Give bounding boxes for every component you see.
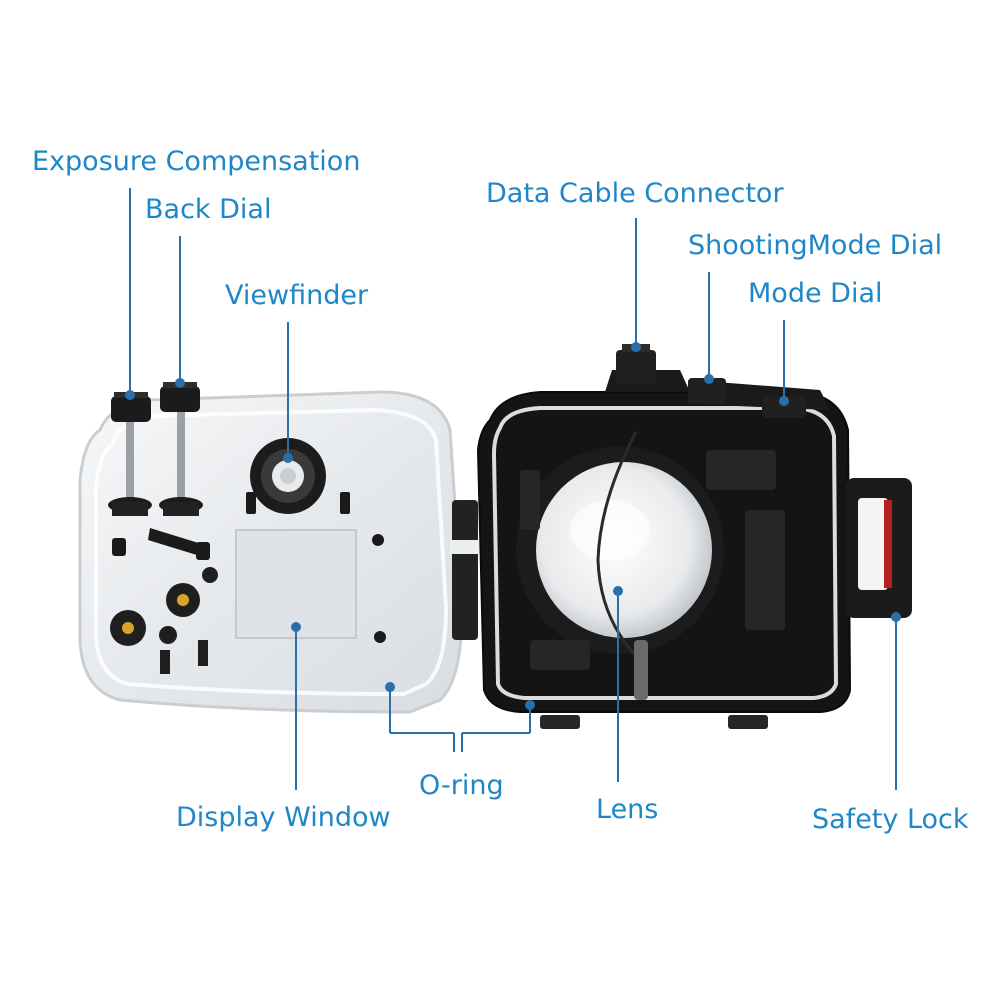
label-o-ring: O-ring [419, 770, 504, 801]
label-data-cable-connector: Data Cable Connector [486, 178, 784, 209]
hinge [450, 500, 480, 640]
label-display-window: Display Window [176, 802, 391, 833]
lens-port [516, 446, 724, 654]
viewfinder-eyepiece [250, 438, 326, 514]
label-mode-dial: Mode Dial [748, 278, 883, 309]
black-front-housing [476, 344, 912, 729]
label-back-dial: Back Dial [145, 194, 272, 225]
display-window-panel [235, 529, 357, 639]
label-safety-lock: Safety Lock [812, 804, 969, 835]
label-lens: Lens [596, 794, 659, 825]
clear-back-door [78, 382, 464, 714]
label-exposure-compensation: Exposure Compensation [32, 146, 361, 177]
shooting-mode-dial-knob [688, 378, 726, 404]
safety-lock-latch [846, 478, 912, 618]
leader-lines [125, 188, 901, 790]
mode-dial-knob [762, 396, 806, 418]
label-shooting-mode-dial: ShootingMode Dial [688, 230, 943, 261]
label-viewfinder: Viewfinder [225, 280, 369, 311]
